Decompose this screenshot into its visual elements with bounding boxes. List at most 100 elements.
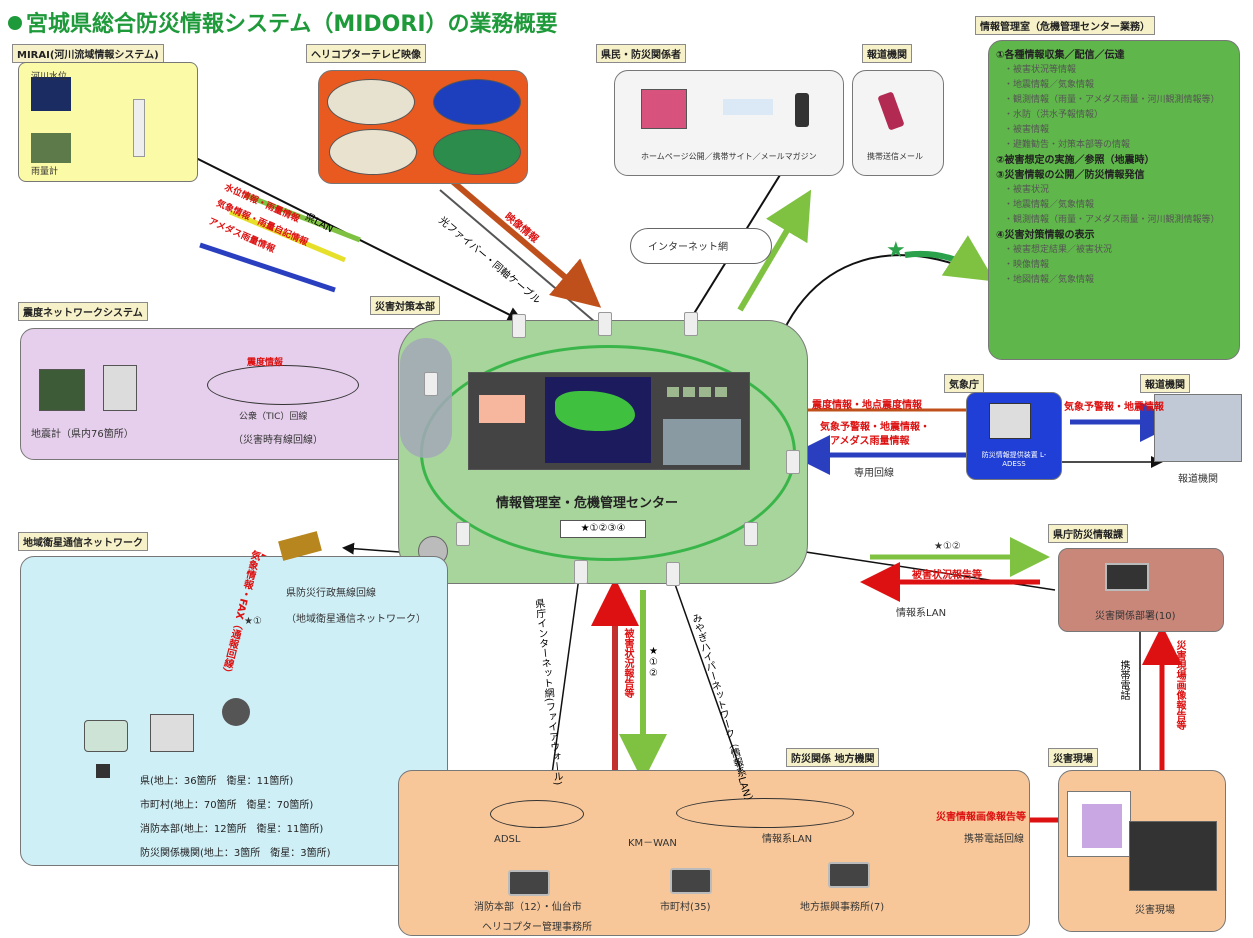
eisei-sublink-text: （地域衛星通信ネットワーク） [286,614,426,625]
wall-tile-1 [667,387,679,397]
genba-arrow-text: 災害情報画像報告等 [936,812,1026,823]
video-arrow [443,172,602,308]
eisei-row: 消防本部(地上：12箇所 衛星：11箇所) [140,824,324,835]
kenmin-panel: ホームページ公開／携帯サイト／メールマガジン [614,70,844,176]
seismometer-unit [103,365,137,411]
center-list-item: ・地震情報／気象情報 [1004,80,1095,90]
kencho-arrow-text-1: ★①② [934,541,961,552]
center-list-item: ・被害想定結果／被害状況 [1004,245,1113,255]
center-list: ①各種情報収集／配信／伝達・被害状況等情報・地震情報／気象情報・観測情報（雨量・… [996,48,1236,288]
fiber-connector [439,189,596,323]
heli-photo-2 [433,79,521,125]
chiho-panel [398,770,1030,936]
heli-panel [318,70,528,184]
haishin-panel: 携帯送信メール [852,70,944,176]
suii-arrow [244,192,361,243]
center-list-item: ・被害情報 [1004,125,1050,135]
publish-arrow [737,189,812,312]
kmwan-text: KM－WAN [628,838,677,849]
center-label: 情報管理室・危機管理センター [496,496,679,511]
chiho-pc-1 [508,870,550,896]
lan-connector [149,134,524,322]
hodo-label: 報道機関 [1140,374,1190,393]
mirai-server [133,99,145,157]
list-curve-green [904,235,996,282]
center-list-panel [988,40,1240,360]
river-photo [31,77,71,111]
kenmin-label: 県民・防災関係者 [596,44,686,63]
hodo-photo [1154,394,1242,462]
eisei-pc [150,714,194,752]
mirai-panel: 河川水位 雨量計 [18,62,198,182]
kencho-pc [1105,563,1149,591]
internet-cloud [630,228,772,264]
eisei-row: 市町村(地上：70箇所 衛星：70箇所) [140,800,314,811]
wall-photo [663,419,741,465]
chiho-pc-3 [828,862,870,888]
rain-gauge-text: 雨量計 [31,167,59,177]
eisei-rows: 県(地上：36箇所 衛星：11箇所)市町村(地上：70箇所 衛星：70箇所)消防… [140,770,331,866]
seismometer-photo [39,369,85,411]
genba-doc [1067,791,1131,857]
kencho-box-text: 災害関係部署(10) [1095,611,1176,622]
center-list-item: ②被害想定の実施／参照（地震時） [996,155,1155,166]
honbu-label: 災害対策本部 [370,296,440,315]
joho-lan-text: 情報系LAN [762,834,813,845]
node-6 [456,522,470,546]
kishocho-arrow-text-2: 気象予警報・地震情報・ [820,422,930,433]
center-list-item: ・被害状況等情報 [1004,65,1077,75]
kencho-arrow-text-2: 被害状況報告等 [912,570,982,581]
bullet-icon [8,16,22,30]
mobile-icon [795,93,809,127]
star-icon: ★ [886,238,906,263]
hodo-arrow-text: 気象予警報・地震情報 [1064,402,1164,413]
eisei-row: 防災関係機関(地上：3箇所 衛星：3箇所) [140,848,331,859]
wall-tile-4 [715,387,727,397]
chiho-sub-text: ヘリコプター管理事務所 [482,922,592,933]
genba-photo [1129,821,1217,891]
heli-photo-4 [433,129,521,175]
center-list-item: ・避難勧告・対策本部等の情報 [1004,140,1131,150]
genba-right-arrow-text: 災害現場画像報告等 [1174,640,1185,730]
pc-photo [641,89,687,129]
eisei-link-text: 県防災行政無線回線 [286,588,376,599]
shindo-sublink-text: （災害時有線回線） [233,435,323,446]
shindo-link-text: 公衆（TIC）回線 [239,412,308,422]
chiho-pc-2 [670,868,712,894]
heli-photo-1 [327,79,415,125]
genba-doc-inner [1082,804,1122,848]
center-list-item: ・映像情報 [1004,260,1050,270]
map-land [555,391,635,431]
center-list-item: ・水防（洪水予報情報） [1004,110,1104,120]
kishocho-panel: 防災情報提供装置 L-ADESS [966,392,1062,480]
kencho-line-text: 情報系LAN [896,608,947,619]
genba-link-text: 携帯電話回線 [964,834,1024,845]
center-list-item: ・地震情報／気象情報 [1004,200,1095,210]
node-4 [424,372,438,396]
shindo-net-ellipse [207,365,359,405]
wall-panel-1 [479,395,525,423]
kencho-panel: 災害関係部署(10) [1058,548,1224,632]
shindo-panel: 地震計（県内76箇所） 公衆（TIC）回線 （災害時有線回線） 震度情報 [20,328,448,460]
chiho-pc-text-1: 消防本部（12）・仙台市 [474,902,582,913]
wall-map [545,377,651,463]
node-7 [744,522,758,546]
chiho-label: 防災関係 地方機関 [786,748,880,767]
internet-text: インターネット網 [648,242,728,253]
shindo-label: 震度ネットワークシステム [18,302,148,321]
eisei-label: 地域衛星通信ネットワーク [18,532,148,551]
center-list-item: ①各種情報収集／配信／伝達 [996,50,1125,61]
center-list-item: ④災害対策情報の表示 [996,230,1095,241]
river-level-text: 河川水位 [31,72,68,82]
center-list-label: 情報管理室（危機管理センター業務） [975,16,1155,35]
wall-tile-3 [699,387,711,397]
adsl-ellipse [490,800,584,828]
wall-tile-2 [683,387,695,397]
center-video-wall [468,372,750,470]
hodo-caption: 報道機関 [1178,474,1218,485]
rain-photo [31,133,71,163]
haishin-label: 報道機関 [862,44,912,63]
heli-label: ヘリコプターテレビ映像 [306,44,426,63]
center-list-item: ・観測情報（雨量・アメダス雨量・河川観測情報等） [1004,95,1220,105]
star12-text: ★①② [648,646,659,679]
